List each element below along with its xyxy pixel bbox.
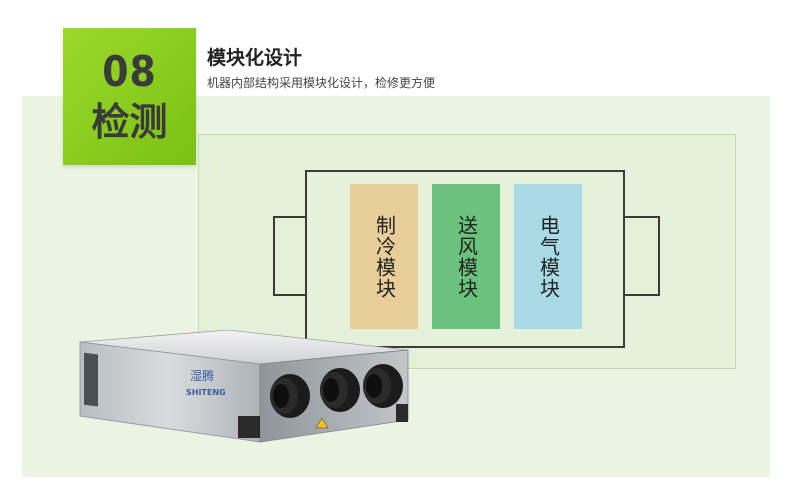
duct-collar-3: [363, 364, 403, 408]
section-subtitle: 机器内部结构采用模块化设计，检修更方便: [207, 76, 436, 90]
section-title: 模块化设计: [207, 47, 303, 69]
duct-collar-2: [320, 368, 360, 412]
module-electrical: 电气模块: [514, 184, 582, 329]
product-image: 湿腾 SHITENG: [79, 330, 409, 443]
section-badge: 08 检测: [63, 28, 196, 165]
badge-label: 检测: [91, 100, 168, 144]
left-port: [273, 216, 305, 296]
badge-number: 08: [102, 47, 157, 96]
brand-cn: 湿腾: [190, 368, 214, 383]
module-cooling: 制冷模块: [350, 184, 418, 329]
right-port: [625, 216, 660, 296]
duct-collar-1: [270, 374, 310, 418]
brand-en: SHITENG: [186, 388, 226, 397]
module-enclosure: [305, 170, 625, 348]
module-air-supply: 送风模块: [432, 184, 500, 329]
